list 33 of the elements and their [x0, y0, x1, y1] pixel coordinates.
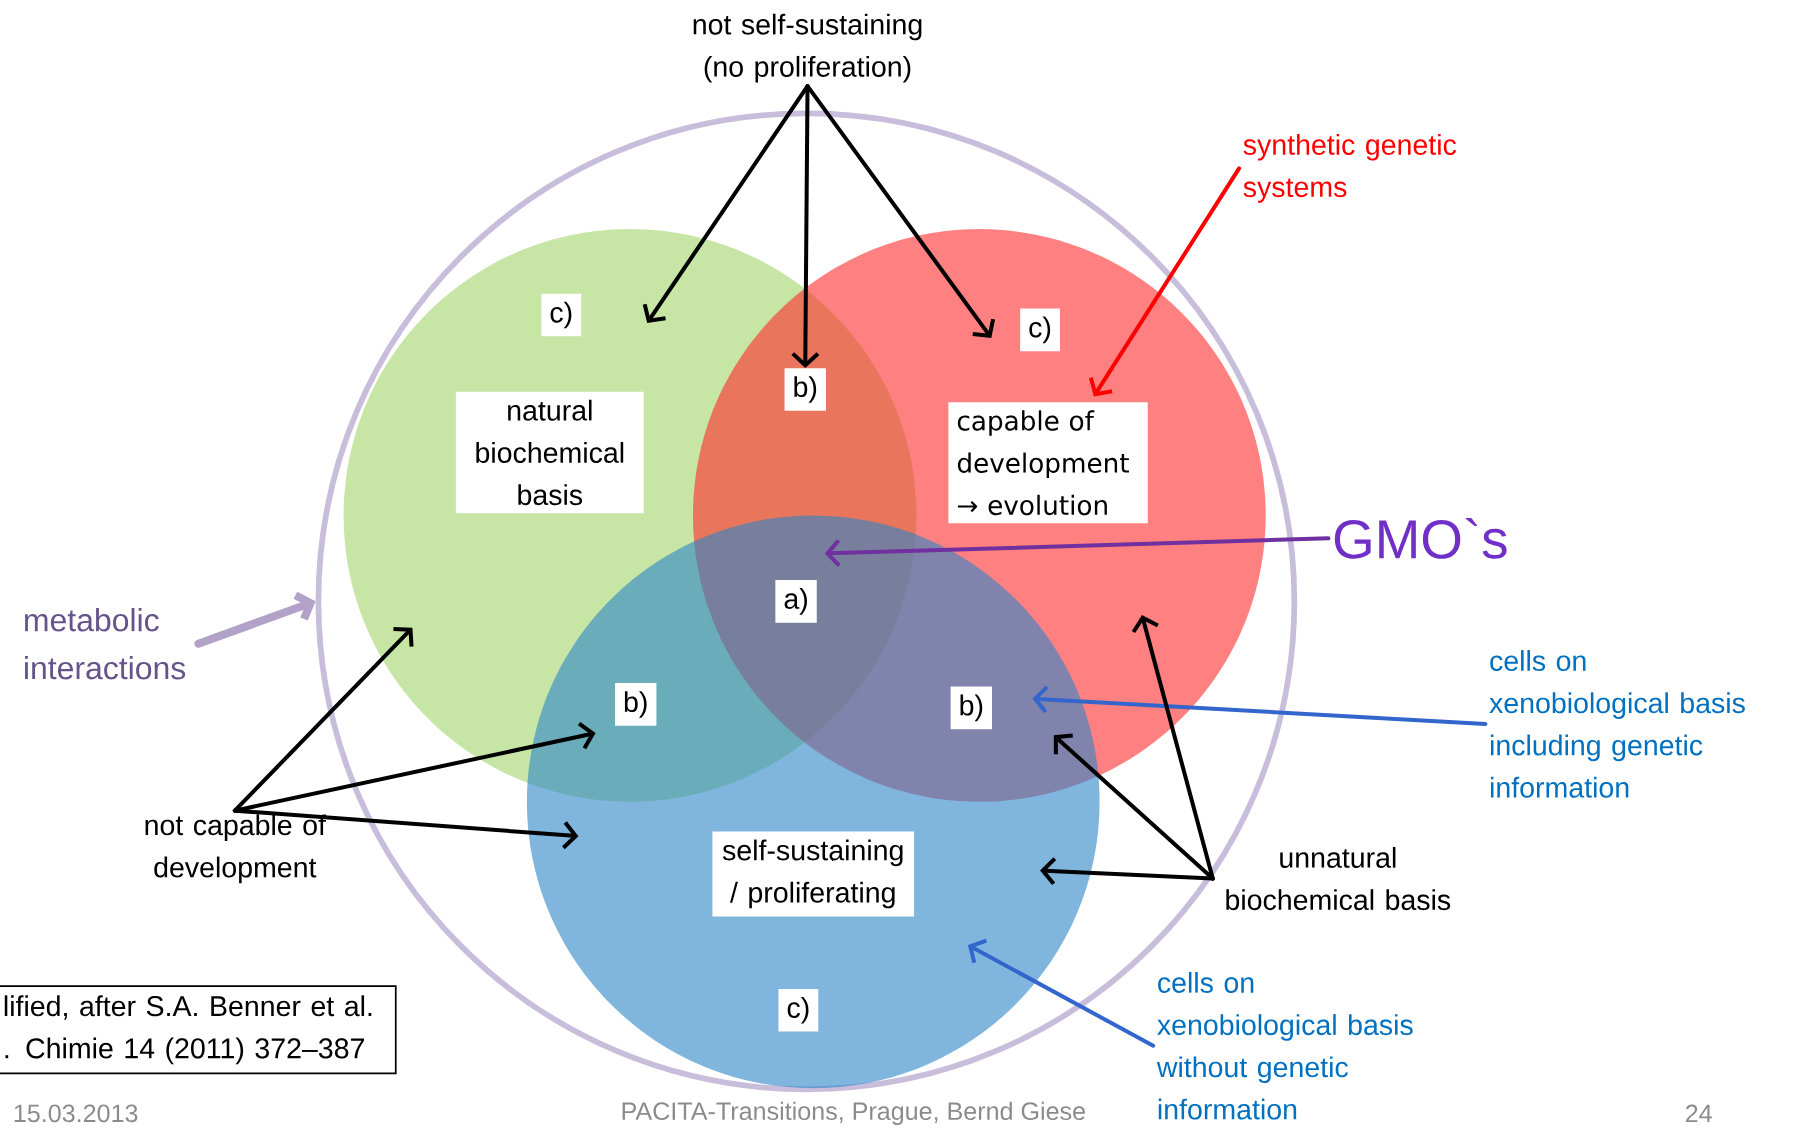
region-label: c): [541, 293, 582, 337]
callout-text: synthetic genetic systems: [1243, 133, 1457, 203]
region-label: natural biochemical basis: [455, 391, 644, 514]
arrow: [194, 591, 316, 648]
arrow: [1032, 685, 1488, 726]
arrow: [1040, 857, 1215, 885]
arrow: [967, 938, 1156, 1048]
arrow: [232, 808, 579, 849]
region-label: c): [778, 988, 819, 1032]
venn-circle: [526, 515, 1100, 1089]
arrow: [1131, 614, 1215, 881]
callout-text: unnatural biochemical basis: [1226, 846, 1451, 910]
arrow: [232, 722, 596, 813]
page-number: 24: [1685, 1104, 1712, 1122]
region-label: self-sustaining / proliferating: [712, 831, 915, 917]
arrow: [1088, 166, 1242, 397]
callout-text: cells on xenobiological basis without genetic information: [1156, 971, 1413, 1120]
arrow: [791, 84, 820, 368]
region-label: b): [615, 683, 657, 726]
callout-text: cells on xenobiological basis including genetic information: [1489, 650, 1745, 798]
region-label: b): [784, 368, 826, 411]
callout-text: metabolic interactions: [25, 607, 186, 680]
citation-box: lified, after S.A. Benner et al. . Chimie 14 (2011) 372–387: [0, 985, 397, 1075]
date-text: 15.03.2013: [14, 1104, 138, 1123]
callout-text: not self-sustaining (no proliferation): [693, 13, 922, 83]
region-label: a): [775, 579, 817, 623]
arrow: [805, 84, 996, 338]
region-label: c): [1020, 308, 1060, 352]
region-label: b): [950, 686, 992, 730]
callout-text: GMO`s: [1334, 517, 1507, 559]
arrow: [824, 536, 1331, 567]
footer-text: PACITA-Transitions, Prague, Bernd Giese: [622, 1101, 1085, 1125]
region-label: capable of development → evolution: [948, 402, 1148, 524]
